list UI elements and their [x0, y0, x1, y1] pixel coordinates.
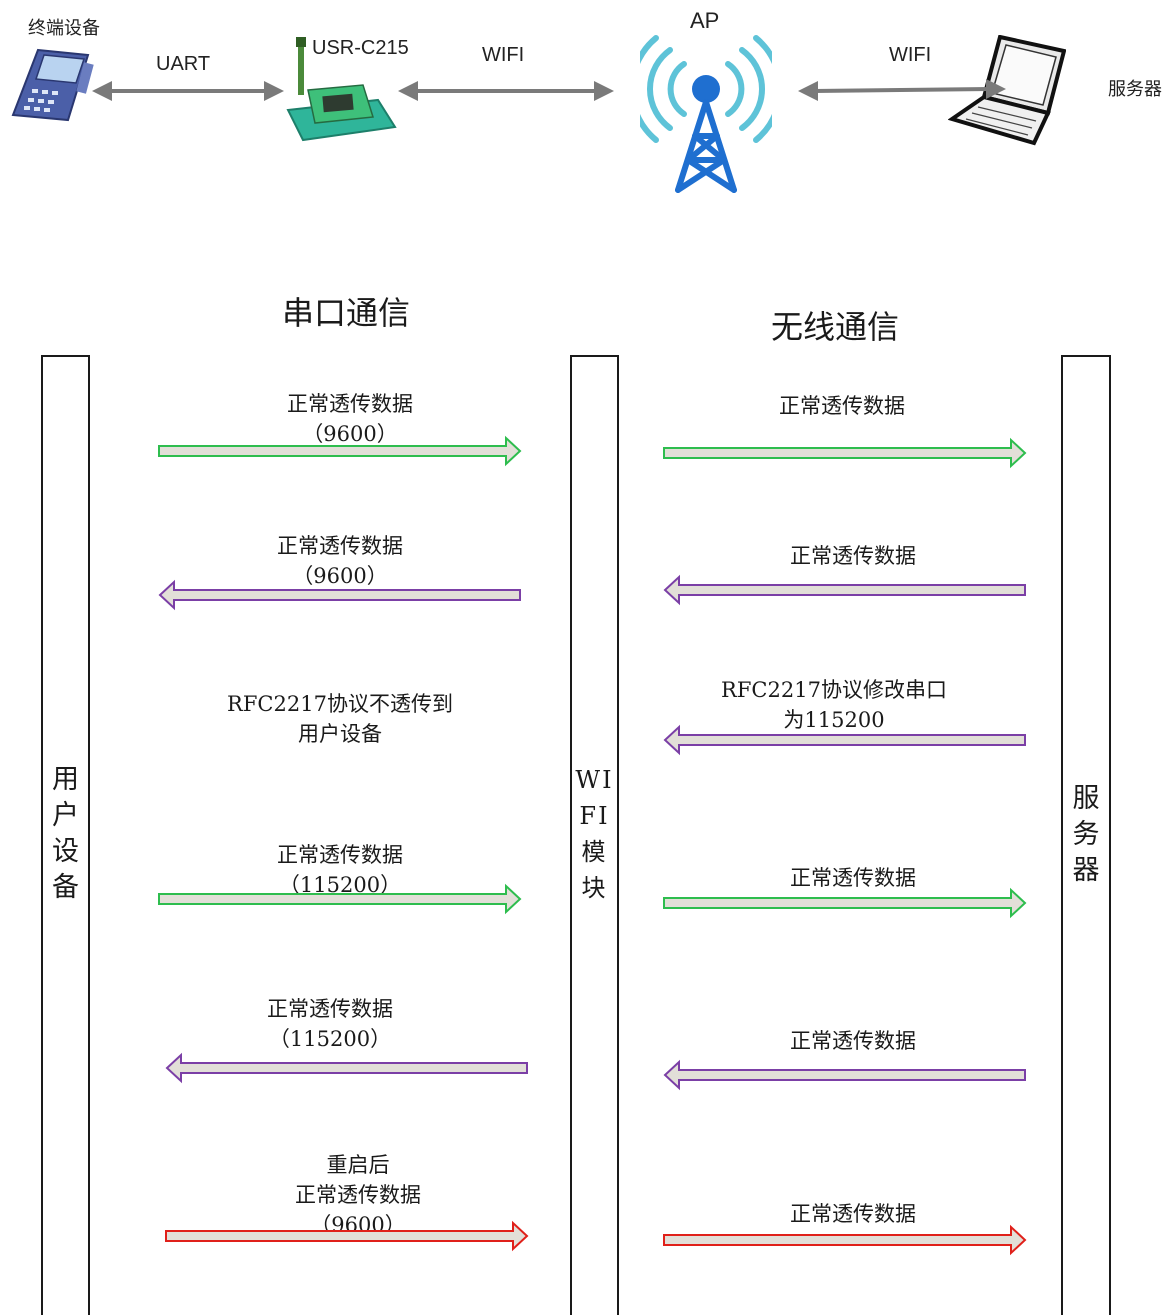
message-text: RFC2217协议不透传到 — [227, 692, 453, 716]
message-text: RFC2217协议修改串口 — [721, 678, 947, 702]
handheld-terminal-icon — [11, 48, 94, 122]
server-label: 服务器 — [1108, 79, 1162, 99]
wifi-module-device-icon — [286, 37, 397, 142]
wireless-message-4: 正常透传数据 — [703, 863, 1003, 893]
server-lifeline: 服 务 器 — [1061, 355, 1111, 1315]
wifi-module-lifeline: WI FI 模 块 — [570, 355, 619, 1315]
serial-message-5: 正常透传数据 （115200） — [180, 994, 480, 1054]
serial-message-3: RFC2217协议不透传到 用户设备 — [190, 689, 490, 749]
arrow-right-green — [663, 887, 1027, 919]
module-label: USR-C215 — [312, 37, 409, 59]
terminal-label: 终端设备 — [28, 18, 100, 38]
wireless-message-1: 正常透传数据 — [692, 391, 992, 421]
arrow-right-green — [158, 883, 522, 915]
wireless-comm-title: 无线通信 — [771, 308, 900, 346]
arrow-right-red — [663, 1224, 1027, 1256]
wireless-message-5: 正常透传数据 — [703, 1026, 1003, 1056]
serial-message-2: 正常透传数据 （9600） — [190, 531, 490, 591]
message-text: 正常透传数据 — [790, 866, 916, 890]
arrow-left-purple — [158, 579, 521, 611]
message-text: 重启后 — [326, 1153, 390, 1177]
wifi-right-label: WIFI — [889, 44, 932, 66]
arrow-left-purple — [165, 1052, 528, 1084]
arrow-right-red — [165, 1220, 529, 1252]
arrow-right-green — [663, 437, 1027, 469]
message-text: 正常透传数据 — [779, 394, 905, 418]
message-text: 正常透传数据 — [295, 1183, 421, 1207]
user-device-lifeline: 用 户 设 备 — [41, 355, 90, 1315]
laptop-server-icon — [948, 35, 1066, 146]
message-text: 正常透传数据 — [790, 1202, 916, 1226]
message-text: 正常透传数据 — [277, 534, 403, 558]
message-text: 正常透传数据 — [287, 392, 413, 416]
wireless-message-6: 正常透传数据 — [703, 1199, 1003, 1229]
message-text: 用户设备 — [298, 722, 382, 746]
network-links — [92, 79, 1006, 101]
access-point-icon — [640, 35, 772, 193]
message-text: 正常透传数据 — [267, 997, 393, 1021]
wifi-left-label: WIFI — [482, 44, 525, 66]
message-text: （9600） — [302, 422, 398, 446]
arrow-right-green — [158, 435, 522, 467]
arrow-left-purple — [663, 574, 1026, 606]
ap-label: AP — [690, 8, 720, 33]
message-text: 正常透传数据 — [790, 544, 916, 568]
message-text: （115200） — [268, 1027, 392, 1051]
serial-message-1: 正常透传数据 （9600） — [200, 389, 500, 449]
arrow-left-purple — [663, 724, 1026, 756]
wifi-module-label: WI FI 模 块 — [575, 766, 614, 902]
message-text: 正常透传数据 — [790, 1029, 916, 1053]
message-text: （9600） — [292, 564, 388, 588]
serial-comm-title: 串口通信 — [282, 294, 411, 332]
wireless-message-2: 正常透传数据 — [703, 541, 1003, 571]
server-lifeline-label: 服 务 器 — [1072, 783, 1100, 886]
wireless-message-3: RFC2217协议修改串口 为115200 — [684, 675, 984, 735]
uart-label: UART — [156, 53, 211, 75]
user-device-label: 用 户 设 备 — [52, 764, 79, 903]
message-text: 正常透传数据 — [277, 843, 403, 867]
arrow-left-purple — [663, 1059, 1026, 1091]
message-text: 为115200 — [783, 708, 885, 732]
